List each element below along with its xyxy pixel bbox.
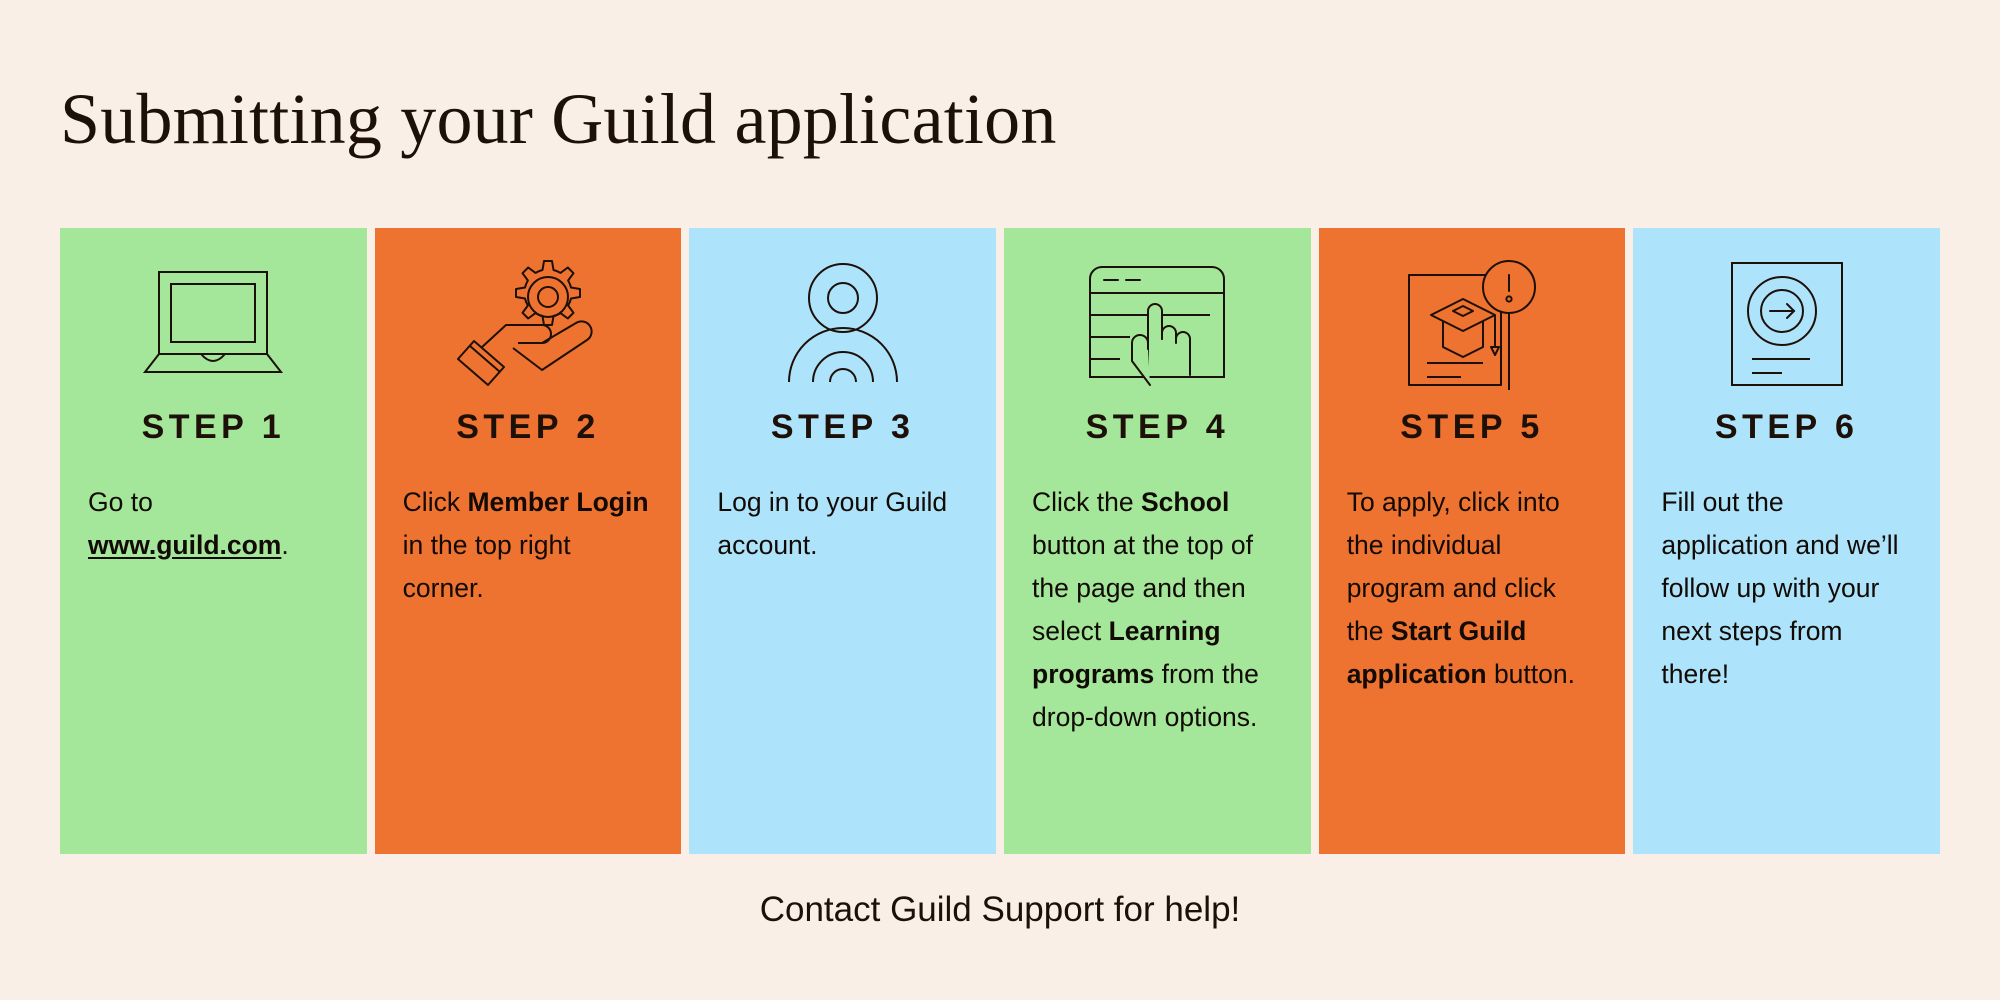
step-text-2: Click Member Login in the top right corn… [375, 481, 682, 610]
step-card-4: STEP 4 Click the School button at the to… [1004, 228, 1311, 854]
hand-holding-gear-icon [375, 228, 682, 398]
learning-programs-emphasis: Learning programs [1032, 616, 1221, 689]
step-label-3: STEP 3 [770, 408, 915, 446]
guild-website-link[interactable]: www.guild.com [88, 530, 282, 560]
step-label-2: STEP 2 [456, 408, 600, 446]
start-guild-application-emphasis: Start Guild application [1346, 616, 1527, 689]
step-label-4: STEP 4 [1085, 408, 1230, 446]
step-text-suffix-2: in the top right corner. [402, 530, 571, 603]
graduation-document-alert-icon [1319, 228, 1626, 398]
step-card-2: STEP 2 Click Member Login in the top rig… [374, 228, 682, 854]
step-text-suffix-1: . [281, 530, 289, 560]
step-text-1: Go to www.guild.com. [60, 481, 367, 567]
step-label-6: STEP 6 [1714, 408, 1859, 446]
member-login-emphasis: Member Login [467, 487, 649, 517]
step-text-part-4a: Click the [1032, 487, 1141, 517]
step-card-5: STEP 5 To apply, click into the individu… [1318, 228, 1626, 854]
step-label-1: STEP 1 [141, 408, 286, 446]
step-text-3: Log in to your Guild account. [717, 487, 948, 560]
step-text-prefix-1: Go to [88, 487, 153, 517]
step-card-1: STEP 1 Go to www.guild.com. [60, 228, 367, 854]
step-text-4: Click the School button at the top of th… [1004, 481, 1311, 739]
footer-text: Contact Guild Support for help! [759, 890, 1241, 929]
step-text-part-4b: button at the top of the page and then s… [1032, 530, 1254, 646]
document-arrow-icon [1633, 228, 1940, 398]
step-card-3: STEP 3 Log in to your Guild account. [689, 228, 997, 854]
browser-click-icon [1004, 228, 1311, 398]
step-text-suffix-5: button. [1486, 659, 1575, 689]
page-title: Submitting your Guild application [60, 79, 1057, 159]
step-card-6: STEP 6 Fill out the application and we’l… [1633, 228, 1941, 854]
step-text-prefix-2: Click [402, 487, 468, 517]
school-emphasis: School [1141, 487, 1230, 517]
step-text-6: Fill out the application and we’ll follo… [1661, 487, 1899, 689]
person-icon [689, 228, 996, 398]
step-text-prefix-5: To apply, click into the individual prog… [1346, 487, 1560, 646]
laptop-icon [60, 228, 367, 398]
step-text-part-4c: from the drop-down options. [1032, 659, 1259, 732]
step-label-5: STEP 5 [1400, 408, 1544, 446]
steps-container: STEP 1 Go to www.guild.com. STEP 2 [60, 228, 1941, 854]
step-text-5: To apply, click into the individual prog… [1319, 481, 1626, 696]
